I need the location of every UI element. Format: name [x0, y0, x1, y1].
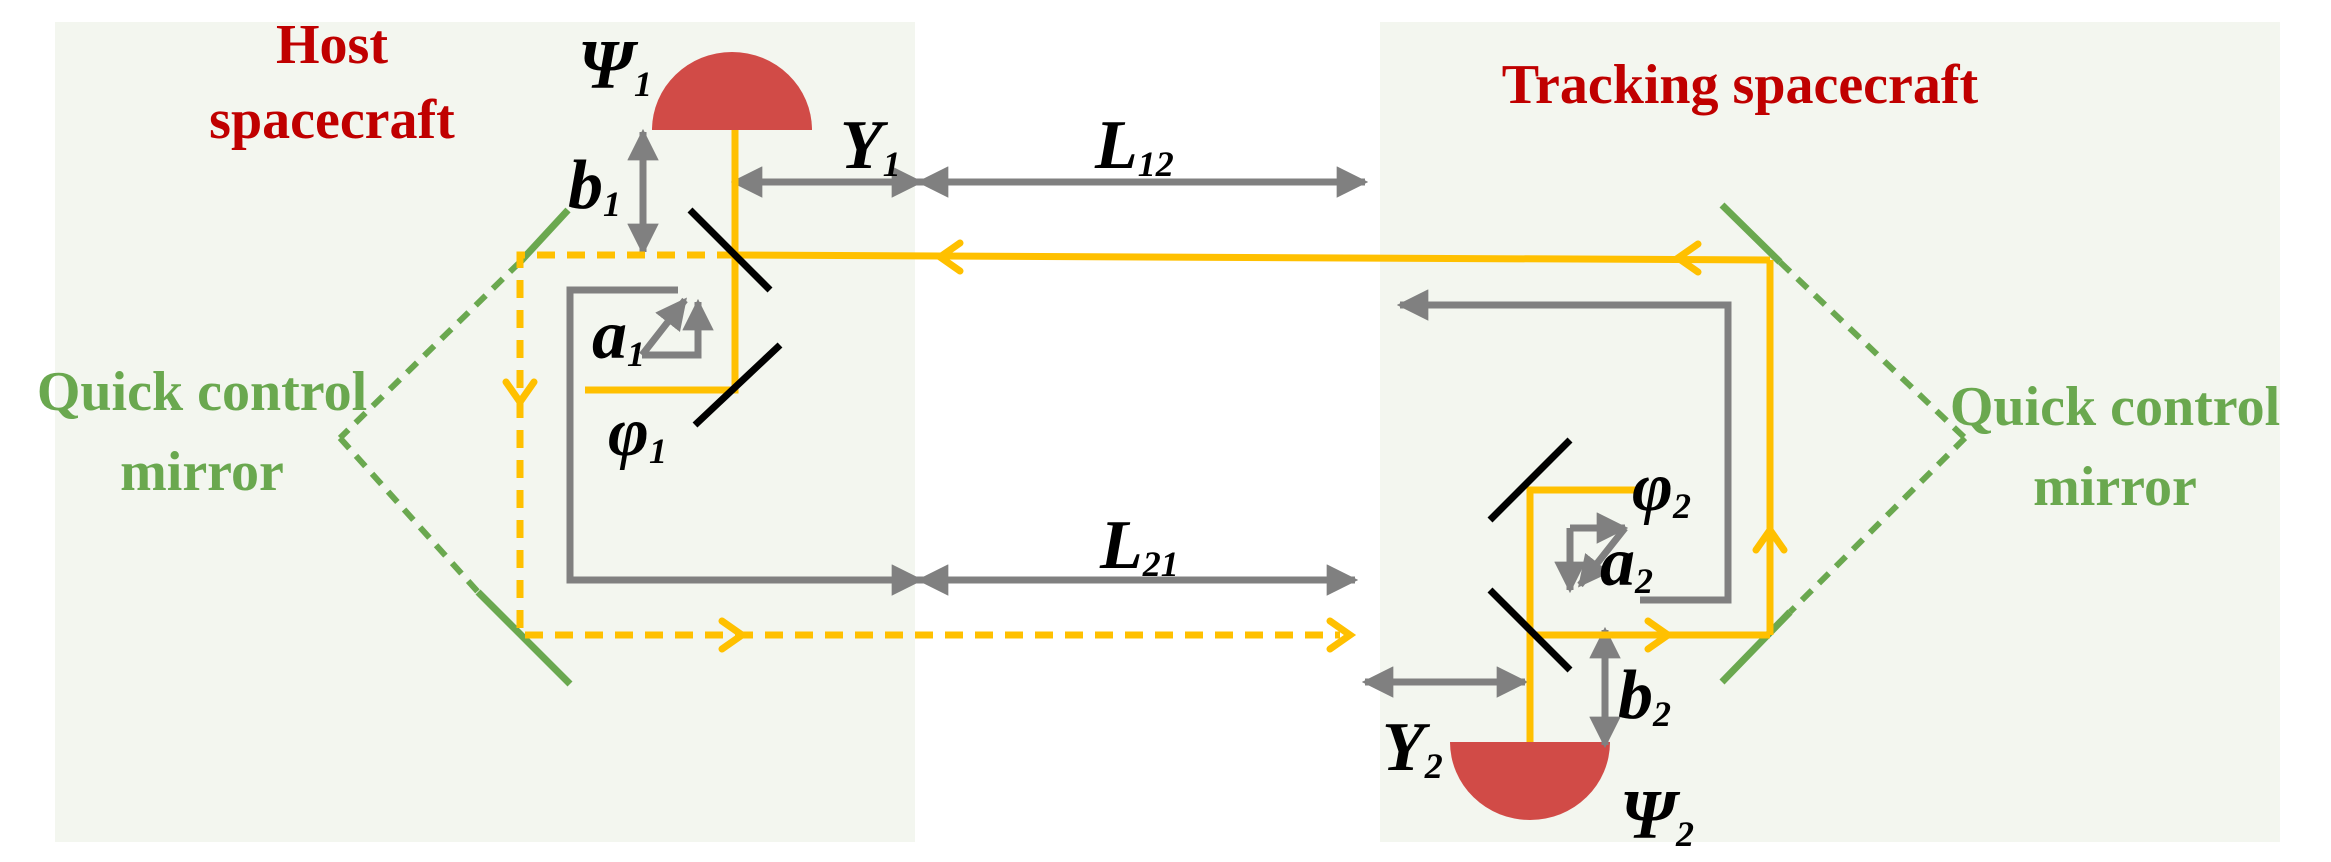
- qcm-left-upper: [517, 207, 571, 265]
- y1-symbol: Y1: [840, 107, 901, 184]
- y2-symbol: Y2: [1382, 709, 1443, 786]
- detector-psi1: [652, 52, 812, 130]
- host-panel: [55, 22, 915, 842]
- tracking-label: Tracking spacecraft: [1502, 54, 1979, 116]
- l21-symbol: L21: [1099, 507, 1179, 584]
- qcm-left-label-line1: Quick control: [37, 361, 367, 423]
- qcm-left-lower: [475, 589, 573, 687]
- qcm-right-lower: [1719, 609, 1793, 685]
- b2-symbol: b2: [1618, 657, 1671, 734]
- beam-tracking: [1526, 260, 1774, 742]
- detector-psi2: [1450, 742, 1610, 820]
- qcm-right-label-line2: mirror: [2033, 456, 2197, 518]
- gray-path-tracking: [1396, 289, 1732, 604]
- b1-symbol: b1: [568, 147, 621, 224]
- qcm-left-indicator: [337, 259, 523, 595]
- beam-dashed: [516, 251, 1340, 639]
- qcm-left-label-line2: mirror: [120, 441, 284, 503]
- host-label-line1: Host: [276, 14, 388, 76]
- beam-chevrons: [933, 239, 1788, 653]
- qcm-right-label-line1: Quick control: [1950, 376, 2280, 438]
- psi1-symbol: Ψ1: [578, 27, 652, 104]
- a2-angle-marker: [1554, 512, 1629, 594]
- splitters: [687, 207, 1573, 673]
- a2-symbol: a2: [1600, 524, 1653, 601]
- qcm-right-upper: [1719, 202, 1783, 265]
- gray-path-host: [566, 286, 924, 596]
- phi2-symbol: φ2: [1632, 449, 1691, 526]
- a1-symbol: a1: [592, 297, 645, 374]
- host-label-line2: spacecraft: [209, 89, 455, 151]
- psi2-symbol: Ψ2: [1620, 777, 1694, 854]
- l12-symbol: L12: [1094, 107, 1174, 184]
- qcm-right-indicator: [1777, 259, 1968, 615]
- a1-angle-marker: [639, 297, 714, 359]
- dashed-beam-chevrons: [502, 378, 1357, 653]
- phi1-symbol: φ1: [608, 394, 667, 471]
